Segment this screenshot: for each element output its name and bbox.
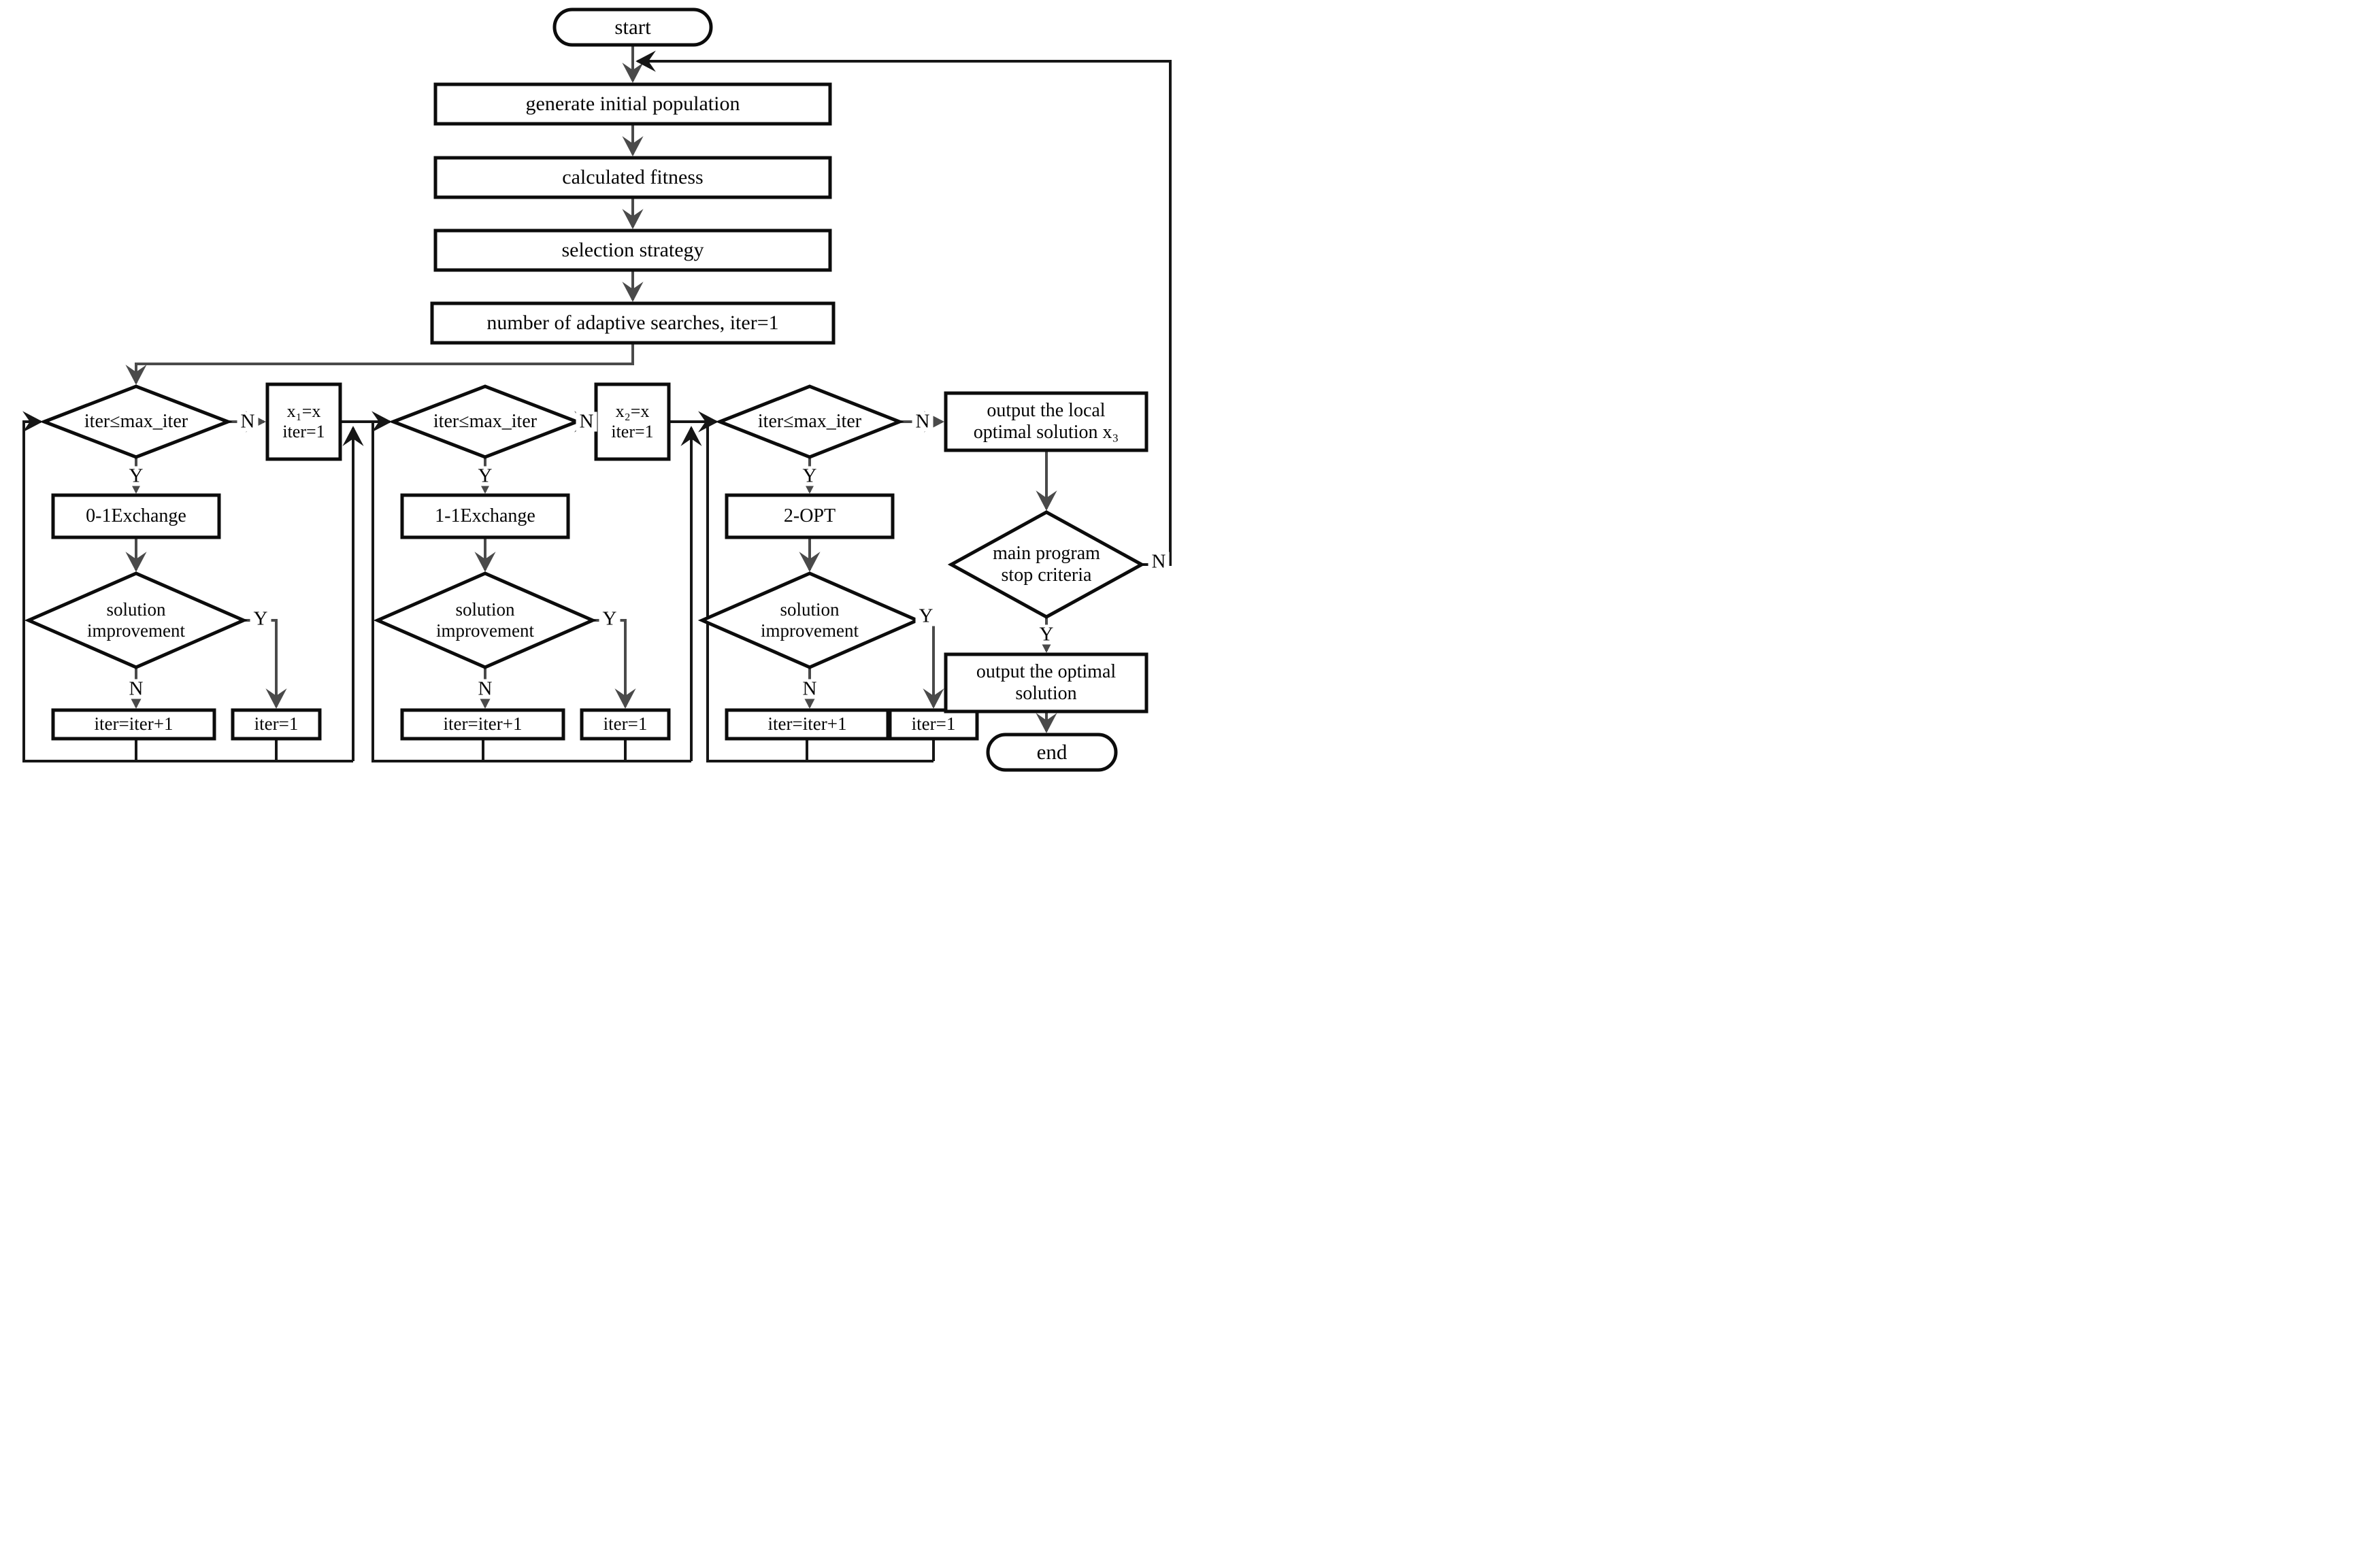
iterreset2-box-shape (580, 708, 671, 741)
start-terminal: start (614, 15, 651, 39)
exchange3-box-shape (725, 493, 895, 539)
output-local-line1: output the local (987, 399, 1106, 421)
label-no-decision3: N (912, 412, 933, 432)
loop-rail-col2 (371, 423, 691, 762)
decision1-diamond: iter≤max_iter (84, 410, 188, 432)
improve2-line2: improvement (436, 620, 534, 641)
label-no-improve2: N (474, 679, 496, 699)
exchange1-box-shape (51, 493, 221, 539)
label-yes-stop: Y (1036, 624, 1057, 645)
exchange3-box: 2-OPT (783, 505, 836, 526)
iterreset3-box: iter=1 (911, 714, 956, 735)
adaptive-box: number of adaptive searches, iter=1 (486, 311, 779, 334)
improve1-line2: improvement (87, 620, 185, 641)
iterreset1-box-shape (231, 708, 322, 741)
decision3-diamond: iter≤max_iter (757, 410, 862, 432)
label-no-decision2: N (576, 412, 597, 432)
edge-adaptive-decision1 (125, 343, 634, 385)
improve2-line1: solution (455, 599, 515, 620)
loop-rail-col1 (22, 411, 353, 762)
stop-line1: main program (993, 542, 1100, 564)
improve3-line2: improvement (761, 620, 859, 641)
exchange2-box-shape (400, 493, 570, 539)
output-local-box-shape (944, 391, 1148, 452)
output-optimal-box-shape (944, 652, 1148, 714)
label-no-improve1: N (125, 679, 147, 699)
end-terminal-shape (986, 733, 1118, 772)
loop-rail-col3 (706, 423, 933, 762)
start-terminal-shape (552, 7, 713, 47)
label-yes-decision3: Y (799, 466, 821, 486)
decision3-diamond-shape (715, 384, 904, 459)
iterinc2-box: iter=iter+1 (443, 714, 523, 735)
assign1-line1: x₁=x (286, 401, 321, 422)
fitness-box-shape (433, 156, 832, 199)
stop-diamond-shape (947, 510, 1146, 619)
improve1-line1: solution (106, 599, 166, 620)
iterreset3-box-shape (888, 708, 979, 741)
label-no-stop: N (1148, 552, 1170, 572)
improve2-diamond-shape (373, 571, 597, 669)
stop-line2: stop criteria (1001, 565, 1092, 586)
assign1-box-shape (265, 382, 342, 461)
label-no-improve3: N (799, 679, 821, 699)
label-no-decision1: N (237, 412, 259, 432)
flowchart-canvas: start generate initial population calcul… (0, 0, 1190, 781)
improve1-diamond-shape (24, 571, 248, 669)
improve3-line1: solution (780, 599, 840, 620)
generate-box: generate initial population (525, 92, 740, 115)
iterinc2-box-shape (400, 708, 565, 741)
label-yes-decision2: Y (474, 466, 496, 486)
iterreset2-box: iter=1 (603, 714, 648, 735)
assign2-line1: x₂=x (615, 401, 650, 422)
label-yes-improve1: Y (250, 609, 271, 629)
decision2-diamond: iter≤max_iter (433, 410, 538, 432)
iterinc3-box: iter=iter+1 (767, 714, 847, 735)
selection-box: selection strategy (561, 238, 704, 261)
flowchart-shapes (24, 7, 1148, 772)
output-optimal-line2: solution (1015, 683, 1077, 704)
decision1-diamond-shape (39, 384, 233, 459)
iterinc1-box-shape (51, 708, 216, 741)
iterinc1-box: iter=iter+1 (94, 714, 173, 735)
label-yes-improve2: Y (599, 609, 621, 629)
exchange1-box: 0-1Exchange (86, 505, 186, 526)
label-yes-improve3: Y (915, 606, 937, 626)
fitness-box: calculated fitness (562, 165, 704, 188)
label-yes-decision1: Y (125, 466, 147, 486)
assign1-line2: iter=1 (282, 422, 325, 441)
output-optimal-line1: output the optimal (976, 660, 1117, 682)
end-terminal: end (1036, 740, 1068, 765)
generate-box-shape (433, 82, 832, 126)
assign2-line2: iter=1 (611, 422, 654, 441)
output-local-line2: optimal solution x₃ (973, 422, 1119, 443)
exchange2-box: 1-1Exchange (435, 505, 535, 526)
iterinc3-box-shape (725, 708, 890, 741)
adaptive-box-shape (430, 301, 836, 345)
iterreset1-box: iter=1 (254, 714, 299, 735)
assign2-box-shape (594, 382, 671, 461)
selection-box-shape (433, 229, 832, 272)
